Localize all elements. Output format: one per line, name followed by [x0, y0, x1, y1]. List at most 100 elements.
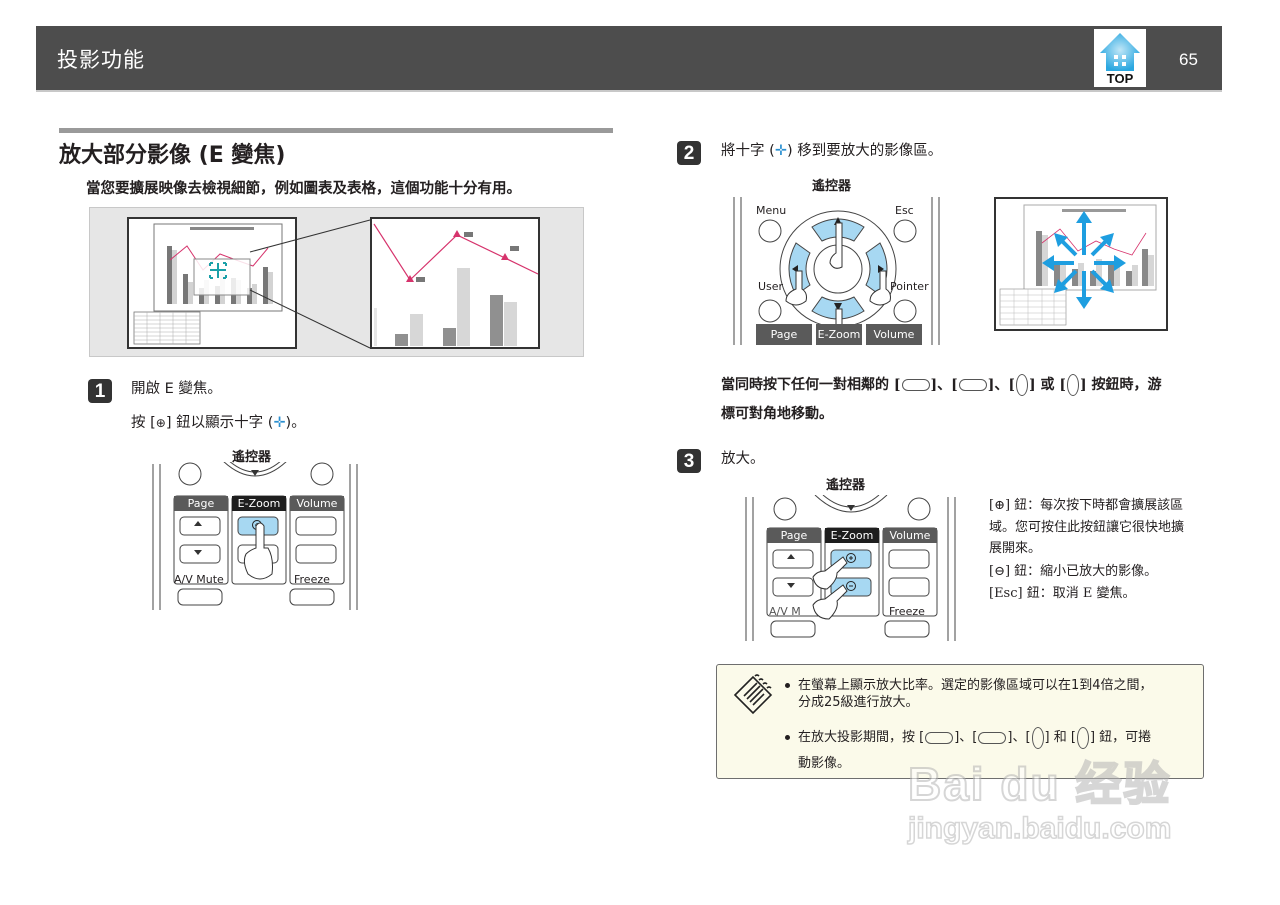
note-text: 動影像。 — [798, 756, 851, 771]
user-label: User — [758, 280, 784, 293]
zoom-diagram-icon — [127, 217, 540, 349]
remote-illustration-1: Page E-Zoom Volume A/V Mute Freeze — [150, 462, 360, 612]
left-button-icon — [1016, 374, 1028, 396]
intro-text: 當您要擴展映像去檢視細節，例如圖表及表格，這個功能十分有用。 — [86, 180, 521, 197]
note-text: ] 鈕，可捲 — [1089, 730, 1152, 745]
diagonal-text: 標可對角地移動。 — [721, 406, 833, 422]
step-3-badge: 3 — [677, 449, 701, 473]
baidu-watermark: Bai du 经验 jingyan.baidu.com — [907, 748, 1172, 846]
desc-text: 縮小已放大的影像。 — [1040, 563, 1158, 579]
ezoom-button-label: E-Zoom — [830, 529, 874, 542]
top-label: TOP — [1106, 71, 1134, 86]
section-title-suffix: 變焦) — [231, 143, 286, 168]
cursor-movement-illustration — [994, 197, 1168, 331]
zoom-in-icon: ⊕ — [155, 416, 166, 430]
remote-control-icon — [733, 197, 940, 345]
step-1-badge: 1 — [88, 379, 112, 403]
step-2-title-text: 將十字 ( — [721, 143, 775, 159]
right-button-icon — [1076, 726, 1089, 749]
step-1-instruction: 按 [⊕] 鈕以顯示十字 (✛)。 — [131, 411, 306, 432]
desc-key: [⊕] 鈕： — [989, 498, 1041, 513]
volume-button-label: Volume — [889, 529, 931, 542]
freeze-label: Freeze — [294, 573, 330, 586]
page-button-label: Page — [780, 529, 808, 542]
bullet-icon — [785, 735, 790, 740]
instruction-text: 按 [ — [131, 415, 156, 431]
instruction-text: )。 — [285, 415, 306, 431]
step-3-title: 放大。 — [721, 451, 765, 467]
note-text: ]、[ — [954, 730, 978, 745]
watermark-url: jingyan.baidu.com — [907, 811, 1172, 846]
remote-illustration-3: Page E-Zoom Volume A/V M Freeze — [743, 495, 958, 643]
esc-description: [Esc] 鈕：取消 E 變焦。 — [989, 583, 1224, 605]
section-title: 放大部分影像 (E 變焦) — [59, 137, 285, 169]
desc-text: 取消 E 變焦。 — [1052, 586, 1136, 601]
av-mute-label: A/V M — [769, 605, 801, 618]
remote-control-icon — [152, 462, 358, 610]
notepad-icon — [733, 674, 773, 715]
diagonal-movement-text: 當同時按下任何一對相鄰的 [ ]、[ ]、[ ] 或 [ ] 按鈕時，游 標可對角地移動… — [721, 371, 1211, 429]
ezoom-button-label: E-Zoom — [237, 497, 281, 510]
diagonal-text: 當同時按下任何一對相鄰的 [ — [721, 377, 901, 393]
up-button-icon — [901, 379, 930, 391]
step-2-badge: 2 — [677, 141, 701, 165]
instruction-text: ] 鈕以顯示十字 ( — [165, 415, 274, 431]
menu-label: Menu — [756, 204, 787, 217]
volume-button-label: Volume — [296, 497, 338, 510]
page-button-label: Page — [770, 328, 798, 341]
note-item-2: 在放大投影期間，按 [ ]、[ ]、[ ] 和 [ ] 鈕，可捲 動影像。 — [785, 725, 1195, 777]
volume-button-label: Volume — [873, 328, 915, 341]
note-text: 分成25級進行放大。 — [798, 695, 919, 710]
step-2-title: 將十字 (✛) 移到要放大的影像區。 — [721, 139, 942, 160]
av-mute-label: A/V Mute — [174, 573, 224, 586]
note-item-1: 在螢幕上顯示放大比率。選定的影像區域可以在1到4倍之間， 分成25級進行放大。 — [785, 677, 1195, 711]
button-descriptions: [⊕] 鈕：每次按下時都會擴展該區 域。您可按住此按鈕讓它很快地擴 展開來。 [… — [989, 495, 1224, 605]
desc-text: 域。您可按住此按鈕讓它很快地擴 — [989, 519, 1185, 535]
remote-illustration-2: Menu Esc User Pointer Page E-Zoom Volume — [730, 197, 945, 345]
page-header: 投影功能 TOP 65 — [36, 26, 1222, 92]
zoom-in-description: [⊕] 鈕：每次按下時都會擴展該區 域。您可按住此按鈕讓它很快地擴 展開來。 — [989, 495, 1224, 560]
note-text: ] 和 [ — [1044, 730, 1076, 745]
zoom-out-description: [⊖] 鈕：縮小已放大的影像。 — [989, 561, 1224, 583]
remote-caption: 遙控器 — [826, 478, 866, 493]
watermark-brand: Bai du 经验 — [907, 757, 1172, 811]
crosshair-icon: ✛ — [273, 415, 286, 431]
diagonal-text: ] 按鈕時，游 — [1080, 377, 1162, 393]
right-button-icon — [1067, 374, 1079, 396]
page-button-label: Page — [187, 497, 215, 510]
desc-text: 展開來。 — [989, 541, 1042, 556]
section-title-prefix: 放大部分影像 (E — [59, 143, 232, 168]
desc-key: [⊖] 鈕： — [989, 563, 1041, 579]
down-button-icon — [958, 379, 987, 391]
step-1-title: 開啟 E 變焦。 — [131, 381, 222, 397]
esc-label: Esc — [895, 204, 914, 217]
step-2-title-text: ) 移到要放大的影像區。 — [786, 143, 943, 159]
note-text: 在放大投影期間，按 [ — [798, 730, 925, 745]
diagonal-text: ]、[ — [987, 377, 1015, 393]
note-text: 在螢幕上顯示放大比率。選定的影像區域可以在1到4倍之間， — [798, 678, 1153, 693]
page-number: 65 — [1179, 50, 1198, 69]
note-text: ]、[ — [1007, 730, 1031, 745]
remote-control-icon — [745, 495, 956, 641]
crosshair-icon: ✛ — [774, 143, 787, 159]
note-box: 在螢幕上顯示放大比率。選定的影像區域可以在1到4倍之間， 分成25級進行放大。 … — [716, 664, 1204, 779]
remote-caption: 遙控器 — [232, 450, 272, 465]
house-icon — [1094, 29, 1146, 87]
desc-text: 每次按下時都會擴展該區 — [1040, 498, 1184, 513]
header-title: 投影功能 — [57, 48, 145, 72]
ezoom-button-label: E-Zoom — [817, 328, 861, 341]
diagonal-text: ] 或 [ — [1029, 377, 1066, 393]
diagonal-text: ]、[ — [930, 377, 958, 393]
up-button-icon — [925, 731, 954, 744]
remote-caption: 遙控器 — [812, 179, 852, 194]
bullet-icon — [785, 683, 790, 688]
direction-arrows-icon — [999, 204, 1157, 326]
pointer-label: Pointer — [890, 280, 929, 293]
left-button-icon — [1031, 726, 1044, 749]
top-button[interactable]: TOP — [1094, 29, 1146, 87]
desc-key: [Esc] 鈕： — [989, 586, 1053, 601]
zoom-illustration — [89, 207, 584, 357]
section-rule — [59, 128, 613, 133]
down-button-icon — [978, 731, 1007, 744]
freeze-label: Freeze — [889, 605, 925, 618]
